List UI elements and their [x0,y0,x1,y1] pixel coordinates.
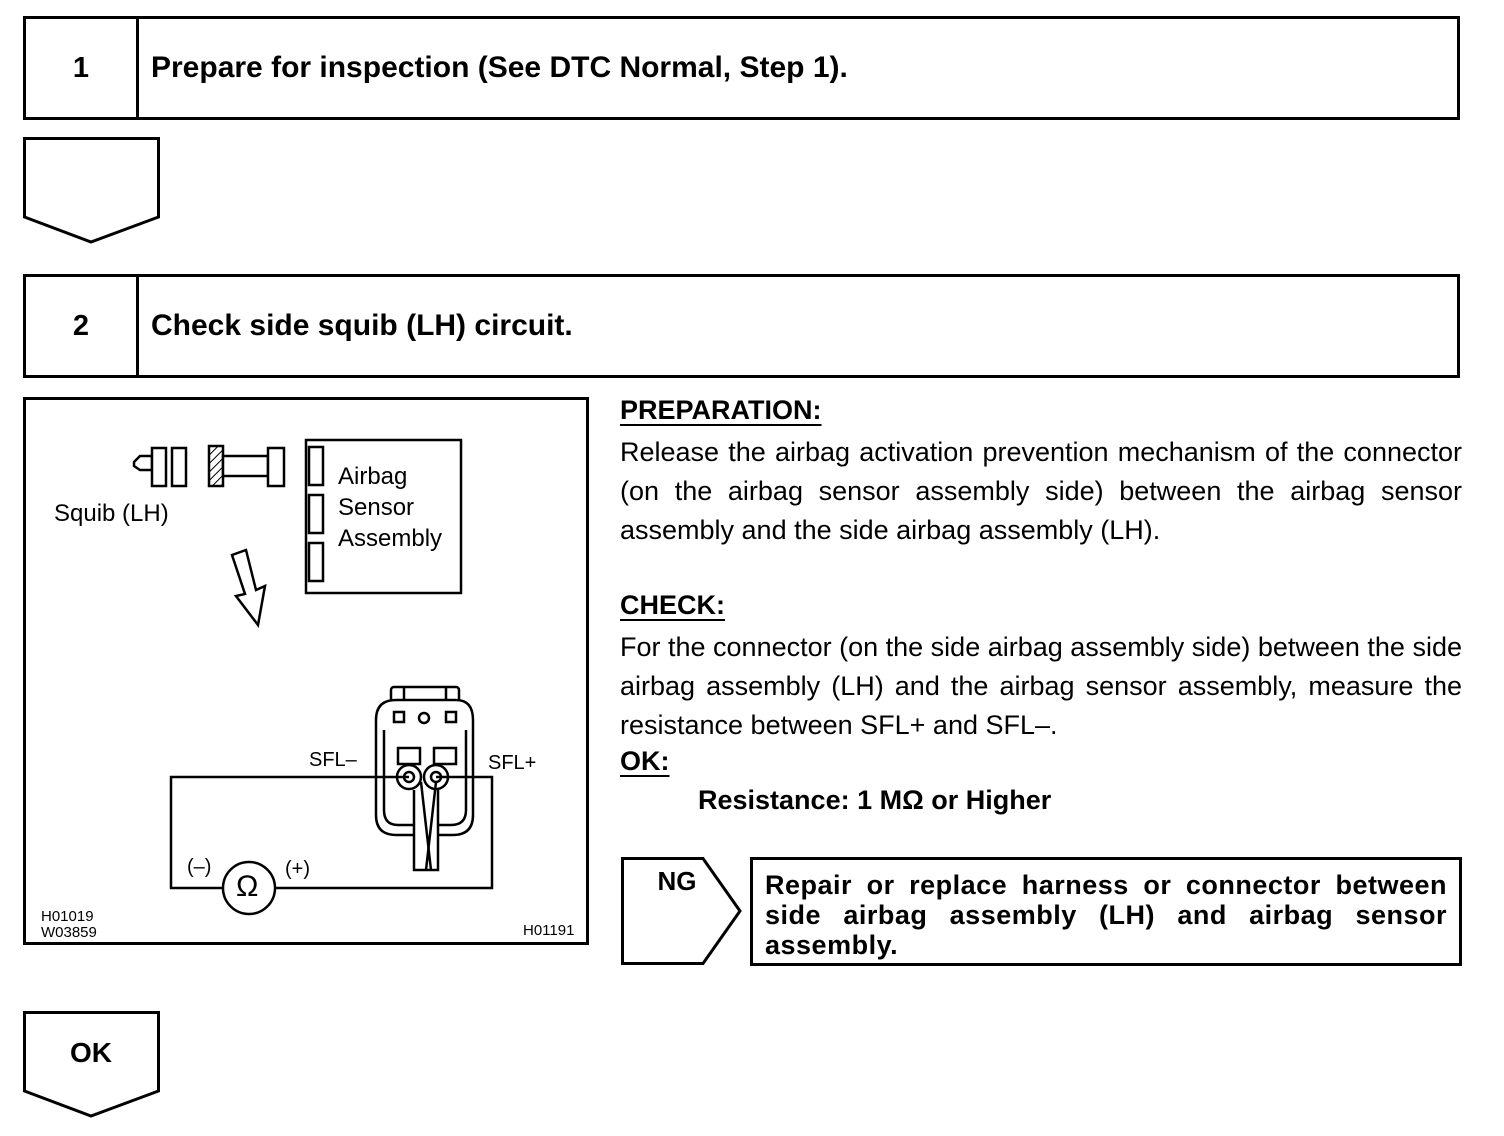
step-title: Check side squib (LH) circuit. [151,309,573,342]
ok-arrow: OK [23,1011,163,1121]
step-1-box: 1 Prepare for inspection (See DTC Normal… [23,16,1460,120]
flow-arrow [23,137,163,247]
preparation-text: Release the airbag activation prevention… [620,437,1462,545]
figure-code: H01019 [41,908,94,925]
squib-connector-icon [132,444,286,488]
check-text: For the connector (on the side airbag as… [620,632,1462,740]
preparation-heading: PREPARATION: [620,395,822,425]
check-heading: CHECK: [620,590,725,620]
sfl-plus-label: SFL+ [488,752,537,774]
ohm-symbol: Ω [236,870,259,903]
step-2-box: 2 Check side squib (LH) circuit. [23,274,1460,378]
circuit-diagram: Squib (LH) Airbag Sensor Assembly SFL– S… [23,397,589,945]
sensor-label-line2: Sensor [338,494,415,521]
meter-lead-wires [169,775,494,890]
connector-icon [374,685,475,872]
step-number: 1 [26,19,139,117]
sfl-minus-label: SFL– [309,749,357,771]
figure-code: W03859 [41,924,97,941]
ng-arrow [621,857,745,974]
airbag-sensor-box [304,438,463,595]
ng-label: NG [657,866,697,896]
meter-minus-label: (–) [187,856,212,878]
step-title: Prepare for inspection (See DTC Normal, … [151,51,848,84]
ok-heading: OK: [620,746,670,776]
sensor-label-line3: Assembly [338,525,443,552]
meter-plus-label: (+) [285,858,310,880]
ohmmeter-icon [221,860,277,916]
figure-code: H01191 [523,922,575,939]
step-number: 2 [26,277,139,375]
sensor-label-line1: Airbag [338,463,408,490]
ok-spec-value: Resistance: 1 MΩ or Higher [698,785,1052,815]
ok-arrow-label: OK [70,1037,112,1068]
squib-label: Squib (LH) [54,500,169,527]
down-arrow-icon [230,548,267,629]
ng-action-box: Repair or replace harness or connector b… [750,857,1462,966]
